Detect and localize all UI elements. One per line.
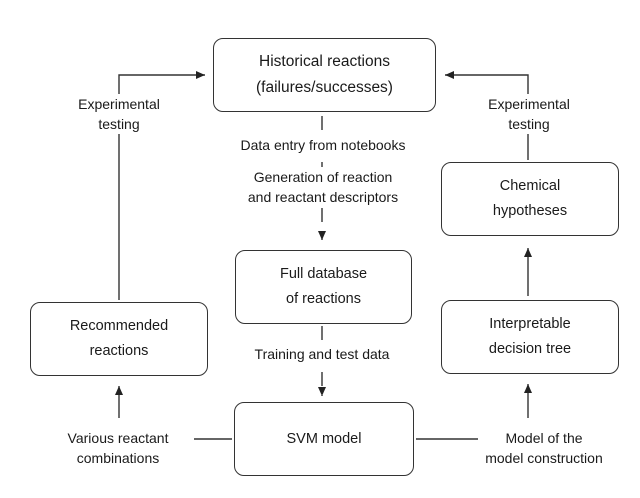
label-data-entry: Data entry from notebooks: [206, 135, 440, 155]
node-svm-model: SVM model: [234, 402, 414, 476]
node-interpretable-tree: Interpretable decision tree: [441, 300, 619, 374]
label-various: Various reactant combinations: [67, 430, 169, 466]
label-generation: Generation of reaction and reactant desc…: [212, 167, 434, 207]
node-chemical-hypotheses: Chemical hypotheses: [441, 162, 619, 236]
label-model-of: Model of the model construction: [485, 430, 603, 466]
label-exp-right: Experimental testing: [472, 94, 586, 134]
node-historical-line2: (failures/successes): [256, 79, 393, 96]
node-full-database: Full database of reactions: [235, 250, 412, 324]
node-svm-line1: SVM model: [286, 430, 362, 447]
node-full-db-line1: Full database: [279, 266, 368, 282]
arrow-exp-left: [118, 71, 205, 300]
node-recommended-line1: Recommended: [69, 318, 169, 334]
label-exp-left: Experimental testing: [62, 94, 176, 134]
node-full-db-line2: of reactions: [286, 291, 361, 307]
node-recommended-reactions: Recommended reactions: [30, 302, 208, 376]
node-historical-line1: Historical reactions: [259, 53, 390, 70]
node-hypotheses-line1: Chemical: [499, 178, 561, 194]
node-recommended-line2: reactions: [89, 343, 149, 359]
node-interpretable-line1: Interpretable: [489, 316, 571, 332]
node-hypotheses-line2: hypotheses: [492, 203, 568, 219]
node-interpretable-line2: decision tree: [488, 341, 572, 357]
node-historical-reactions: Historical reactions (failures/successes…: [213, 38, 436, 112]
label-training: Training and test data: [222, 344, 422, 364]
